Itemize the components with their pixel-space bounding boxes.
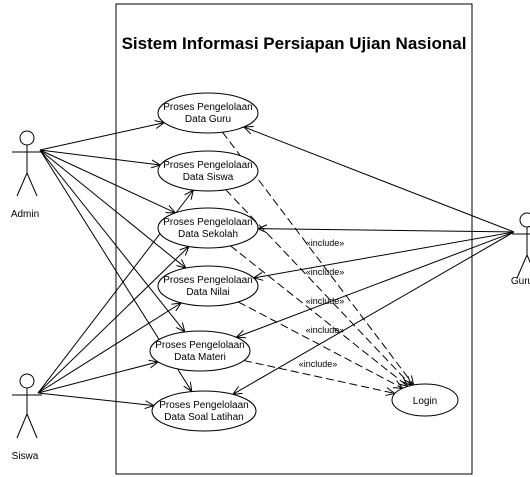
use-case-label: Proses Pengelolaan: [159, 400, 249, 411]
use-case-label: Data Nilai: [186, 287, 229, 298]
use-case-data-nilai[interactable]: Proses Pengelolaan Data Nilai: [157, 265, 259, 307]
association-line: [39, 123, 164, 151]
use-case-data-sekolah[interactable]: Proses Pengelolaan Data Sekolah: [157, 207, 259, 249]
include-line: [238, 301, 402, 388]
association-line: [236, 231, 515, 337]
include-line: [243, 360, 395, 394]
actor-label-guru: Guru: [511, 276, 530, 287]
association-line: [244, 127, 515, 233]
use-case-data-guru[interactable]: Proses Pengelolaan Data Guru: [157, 92, 259, 134]
use-case-label: Data Soal Latihan: [164, 412, 244, 423]
actor-guru[interactable]: [512, 212, 530, 279]
use-case-label: Proses Pengelolaan: [155, 340, 245, 351]
use-case-login[interactable]: Login: [391, 383, 459, 417]
include-label: «include»: [306, 267, 345, 277]
include-label: «include»: [306, 325, 345, 335]
include-line: [230, 245, 408, 386]
include-label: «include»: [306, 296, 345, 306]
include-label: «include»: [306, 238, 345, 248]
use-case-label: Proses Pengelolaan: [163, 217, 253, 228]
association-line: [37, 246, 189, 394]
include-line: [225, 189, 412, 386]
association-line: [258, 229, 515, 232]
association-line: [37, 303, 181, 394]
use-case-label: Proses Pengelolaan: [163, 160, 253, 171]
use-case-data-soal-latihan[interactable]: Proses Pengelolaan Data Soal Latihan: [151, 390, 257, 432]
use-case-label: Proses Pengelolaan: [163, 102, 253, 113]
include-label: «include»: [299, 359, 338, 369]
use-case-label: Data Guru: [185, 114, 231, 125]
use-case-label: Login: [413, 396, 437, 407]
use-case-label: Data Siswa: [183, 172, 234, 183]
actor-label-siswa: Siswa: [12, 451, 39, 462]
use-case-label: Data Materi: [174, 352, 226, 363]
association-line: [254, 231, 515, 278]
use-case-label: Data Sekolah: [178, 229, 238, 240]
system-title: Sistem Informasi Persiapan Ujian Nasiona…: [122, 34, 467, 53]
association-line: [39, 149, 186, 268]
association-line: [39, 149, 175, 213]
use-case-label: Proses Pengelolaan: [163, 275, 253, 286]
association-line: [233, 231, 515, 394]
actor-admin[interactable]: [12, 130, 42, 197]
association-line: [37, 392, 154, 406]
actor-label-admin: Admin: [11, 209, 39, 220]
use-case-data-siswa[interactable]: Proses Pengelolaan Data Siswa: [157, 150, 259, 192]
association-line: [39, 149, 185, 332]
actor-siswa[interactable]: [12, 373, 42, 439]
use-case-data-materi[interactable]: Proses Pengelolaan Data Materi: [149, 330, 251, 372]
association-line: [37, 362, 158, 394]
association-line: [39, 149, 160, 165]
